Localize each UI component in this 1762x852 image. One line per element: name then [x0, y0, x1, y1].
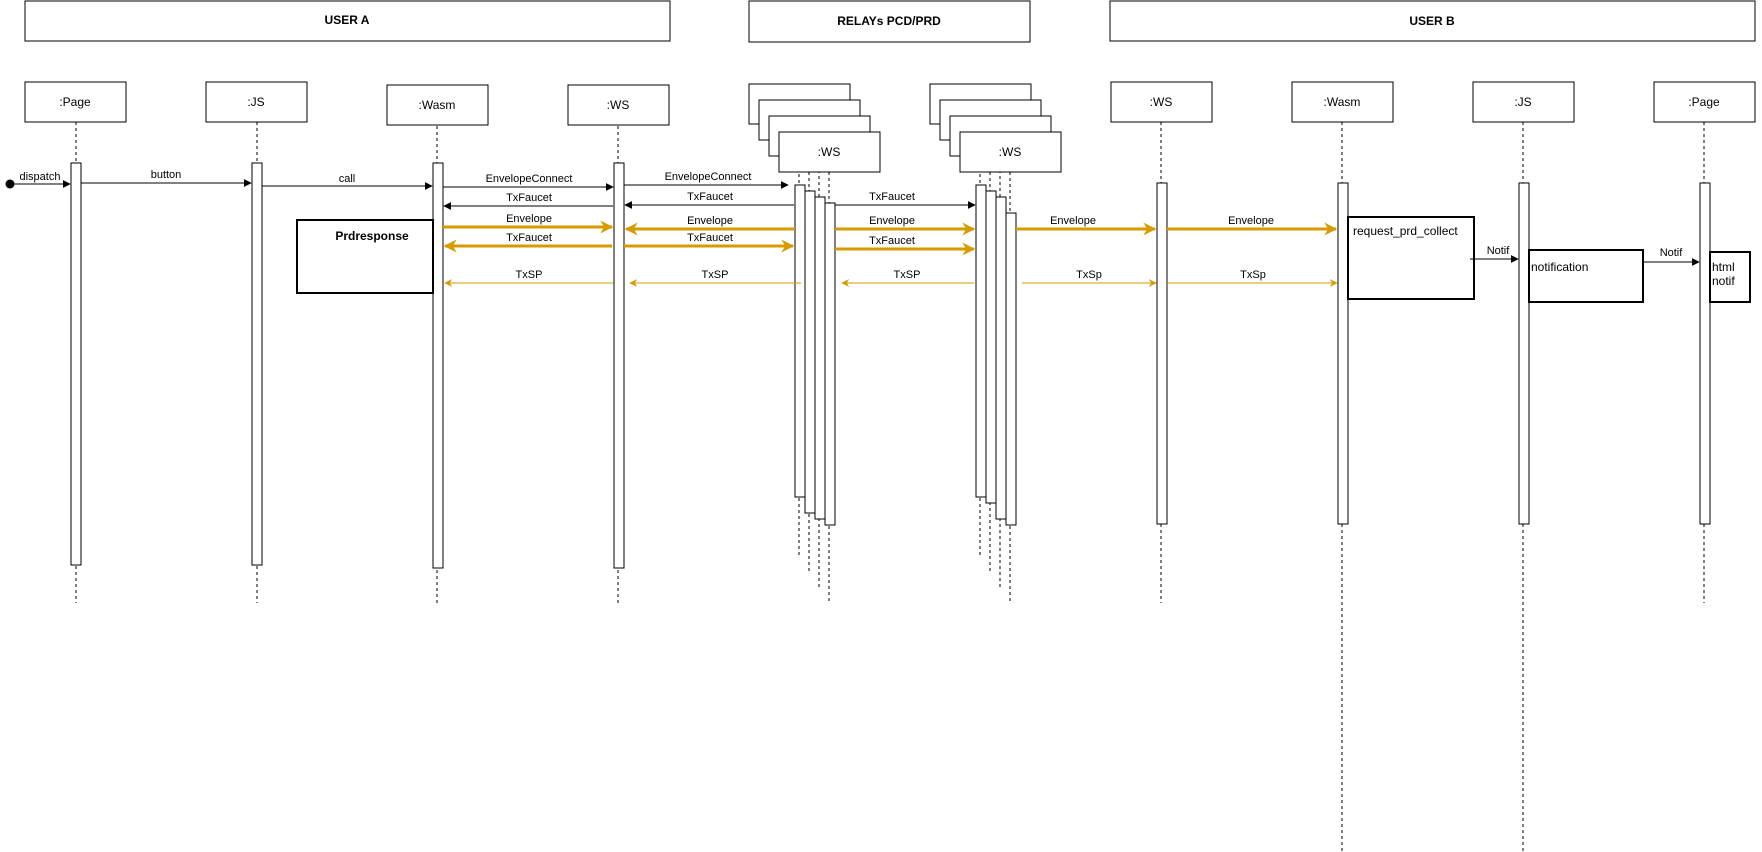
- msg-envelope-a-label: Envelope: [506, 213, 552, 225]
- activation-a-wasm: [432, 162, 444, 569]
- activation-b-js: [1518, 182, 1530, 525]
- activation-relay1-b: [804, 190, 816, 514]
- group-user-a-label: USER A: [325, 13, 370, 27]
- activation-b-ws: [1156, 182, 1168, 525]
- participant-a-wasm-label: :Wasm: [419, 98, 456, 112]
- msg-envelope-c-label: Envelope: [869, 215, 915, 227]
- participant-relay2-label: :WS: [999, 145, 1022, 159]
- participant-a-page: :Page: [24, 81, 127, 123]
- request-prd-collect-box: request_prd_collect: [1347, 216, 1475, 300]
- activation-relay2-d: [1005, 212, 1017, 526]
- msg-txsp-e-label: TxSp: [1240, 269, 1266, 281]
- dispatch-start-dot: [5, 179, 15, 189]
- html-notif-label-line2: notif: [1712, 274, 1735, 288]
- msg-button-label: button: [151, 169, 182, 181]
- msg-call-label: call: [339, 173, 356, 185]
- msg-txfaucet-c-label: TxFaucet: [869, 191, 915, 203]
- participant-a-wasm: :Wasm: [386, 84, 489, 126]
- msg-txfaucet-orange-a-label: TxFaucet: [506, 232, 552, 244]
- activation-relay2-b: [985, 190, 997, 504]
- prdresponse-label: Prdresponse: [335, 229, 409, 243]
- participant-a-ws-label: :WS: [607, 98, 630, 112]
- msg-envelope-d-label: Envelope: [1050, 215, 1096, 227]
- msg-txfaucet-b-label: TxFaucet: [687, 191, 733, 203]
- activation-b-page: [1699, 182, 1711, 525]
- prdresponse-box: Prdresponse: [296, 219, 434, 294]
- activation-relay2-c: [995, 196, 1007, 520]
- activation-relay1-d: [824, 202, 836, 526]
- msg-txfaucet-a-label: TxFaucet: [506, 192, 552, 204]
- participant-a-page-label: :Page: [59, 95, 91, 109]
- participant-a-js-label: :JS: [247, 95, 264, 109]
- group-user-b: USER B: [1109, 0, 1756, 42]
- participant-relay1-label: :WS: [818, 145, 841, 159]
- msg-notif-b-label: Notif: [1660, 247, 1684, 259]
- activation-b-wasm: [1337, 182, 1349, 525]
- black-messages: [10, 179, 1700, 266]
- msg-dispatch-label: dispatch: [20, 171, 61, 183]
- orange-thick-messages: [443, 220, 1338, 256]
- participant-relay2-stack: :WS: [929, 83, 1062, 173]
- html-notif-label-line1: html: [1712, 260, 1735, 274]
- notification-box: notification: [1528, 249, 1644, 303]
- msg-envelopeconnect-b-label: EnvelopeConnect: [665, 171, 752, 183]
- activation-relay2-a: [975, 184, 987, 498]
- group-user-b-label: USER B: [1409, 14, 1455, 28]
- msg-txfaucet-orange-c-label: TxFaucet: [869, 235, 915, 247]
- participant-b-ws: :WS: [1110, 81, 1213, 123]
- participant-relay1-stack: :WS: [748, 83, 881, 173]
- msg-envelopeconnect-a-label: EnvelopeConnect: [486, 173, 573, 185]
- group-user-a: USER A: [24, 0, 671, 42]
- msg-envelope-b-label: Envelope: [687, 215, 733, 227]
- participant-b-page: :Page: [1653, 81, 1756, 123]
- activation-bars: [70, 162, 1711, 569]
- msg-txsp-d-label: TxSp: [1076, 269, 1102, 281]
- msg-notif-a-label: Notif: [1487, 245, 1511, 257]
- activation-a-js: [251, 162, 263, 566]
- relay2-box-4: [959, 131, 1062, 173]
- activation-relay1-a: [794, 184, 806, 498]
- msg-txsp-a-label: TxSP: [516, 269, 543, 281]
- participant-b-ws-label: :WS: [1150, 95, 1173, 109]
- participant-b-wasm-label: :Wasm: [1324, 95, 1361, 109]
- participant-b-js-label: :JS: [1514, 95, 1531, 109]
- relay1-box-4: [778, 131, 881, 173]
- request-prd-collect-label: request_prd_collect: [1353, 224, 1458, 238]
- html-notif-box: html notif: [1709, 251, 1751, 303]
- group-relays: RELAYs PCD/PRD: [748, 0, 1031, 43]
- msg-envelope-e-label: Envelope: [1228, 215, 1274, 227]
- participant-a-js: :JS: [205, 81, 308, 123]
- activation-relay1-c: [814, 196, 826, 520]
- activation-a-page: [70, 162, 82, 566]
- group-relays-label: RELAYs PCD/PRD: [837, 14, 941, 28]
- message-labels: dispatch button call EnvelopeConnect Env…: [20, 169, 1684, 281]
- msg-txsp-c-label: TxSP: [894, 269, 921, 281]
- participant-b-wasm: :Wasm: [1291, 81, 1394, 123]
- msg-txsp-b-label: TxSP: [702, 269, 729, 281]
- msg-txfaucet-orange-b-label: TxFaucet: [687, 232, 733, 244]
- notification-label: notification: [1531, 260, 1588, 274]
- participant-a-ws: :WS: [567, 84, 670, 126]
- participant-b-page-label: :Page: [1688, 95, 1720, 109]
- participant-b-js: :JS: [1472, 81, 1575, 123]
- activation-a-ws: [613, 162, 625, 569]
